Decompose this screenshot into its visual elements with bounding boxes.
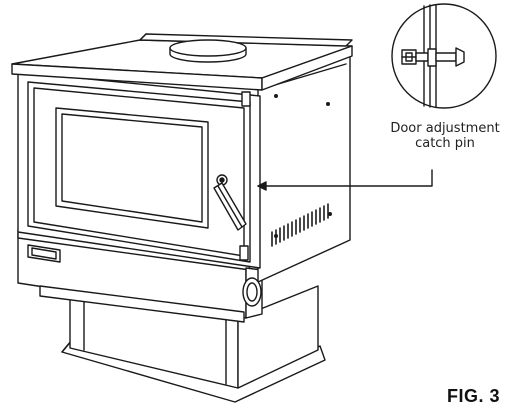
side-vent-louvres (271, 203, 329, 247)
callout-leader (257, 169, 433, 191)
callout-label-line-2: catch pin (415, 136, 475, 151)
glass-window (55, 107, 209, 229)
callout-label-line-1: Door adjustment (390, 121, 500, 136)
door-handle (213, 174, 247, 231)
ash-lip-bar (39, 277, 262, 323)
stove-right-side (257, 55, 351, 283)
callout-label: Door adjustment catch pin (370, 121, 520, 151)
figure-label: FIG. 3 (447, 386, 501, 406)
flue-collar (169, 39, 247, 63)
detail-circle (391, 3, 497, 109)
door-hinge-top (241, 91, 251, 107)
door-hinge-bottom (239, 245, 249, 261)
